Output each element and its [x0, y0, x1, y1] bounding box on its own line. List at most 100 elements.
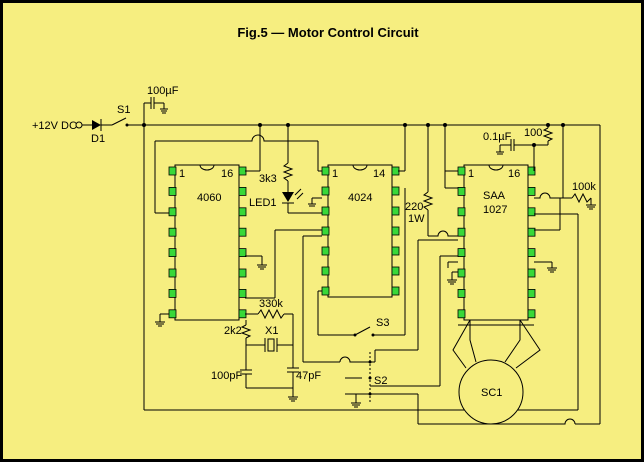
chip-saa1027-pin-left-2: [457, 186, 466, 196]
resistor-2k2: 2k2: [224, 320, 252, 370]
chip-4024-pin-last: 14: [373, 168, 385, 180]
resistor-2k2-label: 2k2: [224, 325, 242, 337]
chip-4024-pin-left-7: [321, 286, 330, 296]
crystal-x1: X1: [246, 325, 293, 352]
diode-d1-symbol: [92, 120, 101, 130]
motor-sc1-label: SC1: [481, 387, 502, 399]
chip-4024-pin-left-1: [321, 166, 330, 176]
figure-title: Fig.5 — Motor Control Circuit: [237, 25, 419, 40]
capacitor-100uf-label: 100µF: [147, 85, 179, 97]
chip-saa1027-body: [463, 164, 529, 321]
chip-saa1027-pin-right-1: [527, 166, 536, 176]
switch-s1-lever: [111, 117, 127, 126]
switch-s1-label: S1: [117, 104, 130, 116]
chip-saa1027-pin-left-1: [457, 166, 466, 176]
resistor-220-1w: 220 1W: [405, 125, 434, 236]
chip-saa1027-pin-right-6: [527, 268, 536, 278]
motor-sc1-body: [458, 359, 524, 425]
chip-4060-pin-left-8: [168, 309, 177, 319]
chip-4060-pin-right-2: [238, 186, 247, 196]
switch-s2: S2: [303, 240, 441, 408]
chip-4060: 1 16 4060: [168, 164, 247, 321]
resistor-220-label: 220: [405, 201, 423, 213]
motor-sc1: SC1: [452, 319, 541, 425]
chip-4024-pin-right-7: [391, 286, 400, 296]
diode-d1-label: D1: [91, 133, 105, 145]
capacitor-100pf-label: 100pF: [211, 370, 242, 382]
chip-4060-name: 4060: [197, 192, 221, 204]
chip-saa1027-name-line1: SAA: [483, 190, 506, 202]
chip-saa1027-pin-right-2: [527, 186, 536, 196]
chip-saa1027-pin-first: 1: [468, 168, 474, 180]
chip-saa1027-pin-right-7: [527, 288, 536, 298]
capacitor-100pf: 100pF: [211, 369, 252, 388]
chip-4024-pin-left-6: [321, 266, 330, 276]
chip-4060-pin-right-7: [238, 288, 247, 298]
chip-4060-pin-right-6: [238, 268, 247, 278]
capacitor-0-1uf-label: 0.1µF: [483, 131, 512, 143]
chip-4060-pin-left-7: [168, 288, 177, 298]
chip-4060-pin-left-4: [168, 227, 177, 237]
chip-4024-pin-left-3: [321, 206, 330, 216]
chip-4024-pin-right-5: [391, 246, 400, 256]
chip-4060-pin-left-2: [168, 186, 177, 196]
chip-4024-pin-right-6: [391, 266, 400, 276]
chip-4060-pin-right-5: [238, 248, 247, 258]
chip-4024-pin-left-5: [321, 246, 330, 256]
resistor-330k-label: 330k: [259, 298, 283, 310]
chip-saa1027-pin-right-3: [527, 207, 536, 217]
chip-saa1027-name-line2: 1027: [483, 204, 507, 216]
switch-s3-label: S3: [376, 317, 389, 329]
chip-saa1027-pin-last: 16: [508, 168, 520, 180]
chip-4024-pin-right-2: [391, 186, 400, 196]
chip-4024-pin-right-1: [391, 166, 400, 176]
resistor-3k3: 3k3: [259, 125, 294, 192]
supply-input: +12V DC: [32, 120, 92, 132]
switch-s2-label: S2: [374, 375, 387, 387]
resistor-3k3-label: 3k3: [259, 173, 277, 185]
chip-4024-pin-right-4: [391, 226, 400, 236]
switch-s3: S3: [353, 188, 406, 337]
chip-4060-pin-right-3: [238, 207, 247, 217]
resistor-1w-label: 1W: [408, 213, 425, 225]
chip-4024-pin-first: 1: [332, 168, 338, 180]
resistor-100-label: 100: [524, 127, 542, 139]
capacitor-47pf-label: 47pF: [296, 370, 321, 382]
chip-4060-pin-right-4: [238, 227, 247, 237]
chip-4060-pin-right-1: [238, 166, 247, 176]
chip-4060-pin-left-3: [168, 207, 177, 217]
chip-saa1027-pin-left-6: [457, 268, 466, 278]
chip-saa1027-pin-left-7: [457, 288, 466, 298]
crystal-x1-label: X1: [265, 325, 278, 337]
chip-4060-pin-last: 16: [221, 168, 233, 180]
chip-4024-pin-left-4: [321, 226, 330, 236]
resistor-330k: 330k: [245, 298, 294, 345]
chip-4060-body: [174, 164, 240, 321]
chip-saa1027-pin-left-3: [457, 207, 466, 217]
chip-4024: 1 14 4024: [321, 164, 400, 298]
capacitor-47pf: 47pF: [287, 345, 321, 397]
led-led1-label: LED1: [249, 197, 277, 209]
chip-4060-pin-left-6: [168, 268, 177, 278]
chip-4060-pin-right-8: [238, 309, 247, 319]
resistor-100k: 100k: [563, 181, 596, 210]
chip-saa1027-pin-right-5: [527, 248, 536, 258]
chip-4060-pin-first: 1: [179, 168, 185, 180]
chip-saa1027: 1 16 SAA 1027: [457, 164, 536, 321]
chip-4060-pin-left-5: [168, 248, 177, 258]
chip-4024-name: 4024: [348, 192, 372, 204]
chip-4024-pin-right-3: [391, 206, 400, 216]
chip-saa1027-pin-left-8: [457, 309, 466, 319]
supply-terminal: [75, 121, 83, 129]
chip-saa1027-pin-right-4: [527, 227, 536, 237]
chip-saa1027-pin-left-4: [457, 227, 466, 237]
chip-4024-body: [327, 164, 393, 298]
led-led1: LED1: [249, 188, 322, 214]
chip-saa1027-pin-right-8: [527, 309, 536, 319]
chip-saa1027-pin-left-5: [457, 248, 466, 258]
chip-4060-pin-left-1: [168, 166, 177, 176]
diode-d1: D1: [91, 119, 112, 145]
resistor-100: 100: [524, 125, 554, 171]
resistor-100k-label: 100k: [572, 181, 596, 193]
